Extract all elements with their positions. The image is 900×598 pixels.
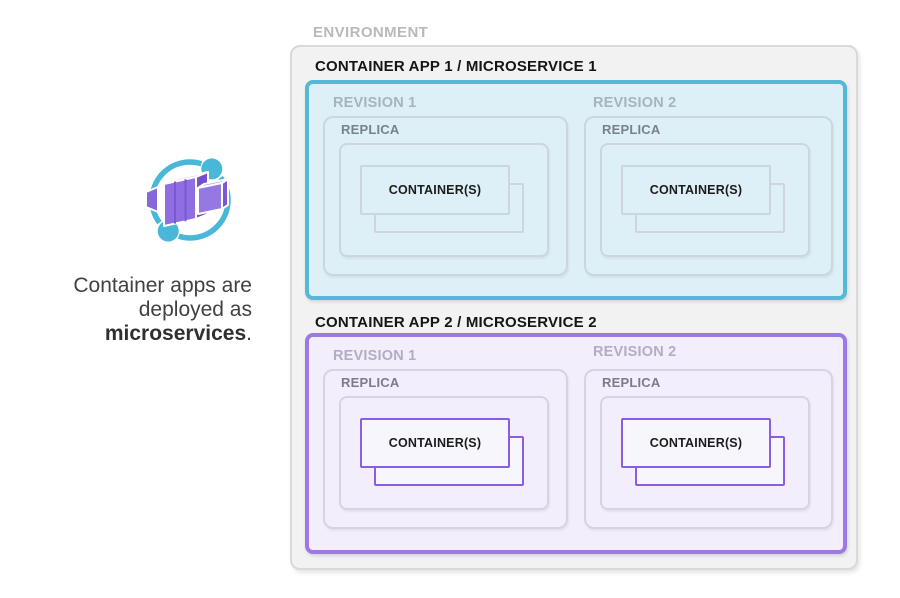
replica-label: REPLICA <box>341 375 400 390</box>
app1-revision2-label: REVISION 2 <box>593 95 677 111</box>
app1-revision1-label: REVISION 1 <box>333 95 417 111</box>
caption-period: . <box>246 322 252 345</box>
environment-box: CONTAINER APP 1 / MICROSERVICE 1 REVISIO… <box>290 45 858 570</box>
container-front: CONTAINER(S) <box>621 418 771 468</box>
app1-heading: CONTAINER APP 1 / MICROSERVICE 1 <box>315 58 597 75</box>
caption-line-3: microservices. <box>20 322 252 346</box>
container-front: CONTAINER(S) <box>360 418 510 468</box>
environment-label: ENVIRONMENT <box>313 24 429 41</box>
replica-box: CONTAINER(S) <box>600 143 810 257</box>
app1-box: REVISION 1 REVISION 2 REPLICA CONTAINER(… <box>305 80 847 300</box>
container-front: CONTAINER(S) <box>360 165 510 215</box>
replica-label: REPLICA <box>341 122 400 137</box>
container-front: CONTAINER(S) <box>621 165 771 215</box>
replica-label: REPLICA <box>602 122 661 137</box>
icon-cube <box>145 171 229 227</box>
app2-revision2-box: REPLICA CONTAINER(S) <box>584 369 833 529</box>
app1-revision2-box: REPLICA CONTAINER(S) <box>584 116 833 276</box>
caption-line-1: Container apps are <box>73 274 252 297</box>
container-apps-icon-svg <box>145 158 231 242</box>
cube-front-face <box>163 176 197 227</box>
app2-revision2-label: REVISION 2 <box>593 344 677 360</box>
icon-dot-bottom-left <box>157 220 179 242</box>
app1-revision1-box: REPLICA CONTAINER(S) <box>323 116 568 276</box>
caption: Container apps are deployed as microserv… <box>20 274 252 346</box>
replica-box: CONTAINER(S) <box>339 396 549 510</box>
caption-bold-word: microservices <box>104 322 247 345</box>
app2-revision1-box: REPLICA CONTAINER(S) <box>323 369 568 529</box>
app2-heading: CONTAINER APP 2 / MICROSERVICE 2 <box>315 314 597 331</box>
cube-left-sliver <box>145 186 159 213</box>
app2-box: REVISION 1 REVISION 2 REPLICA CONTAINER(… <box>305 333 847 554</box>
replica-box: CONTAINER(S) <box>339 143 549 257</box>
caption-line-2: deployed as <box>138 298 252 321</box>
cube-right-box-front <box>197 182 223 215</box>
container-apps-icon <box>138 148 242 252</box>
app2-revision1-label: REVISION 1 <box>333 348 417 364</box>
replica-box: CONTAINER(S) <box>600 396 810 510</box>
replica-label: REPLICA <box>602 375 661 390</box>
